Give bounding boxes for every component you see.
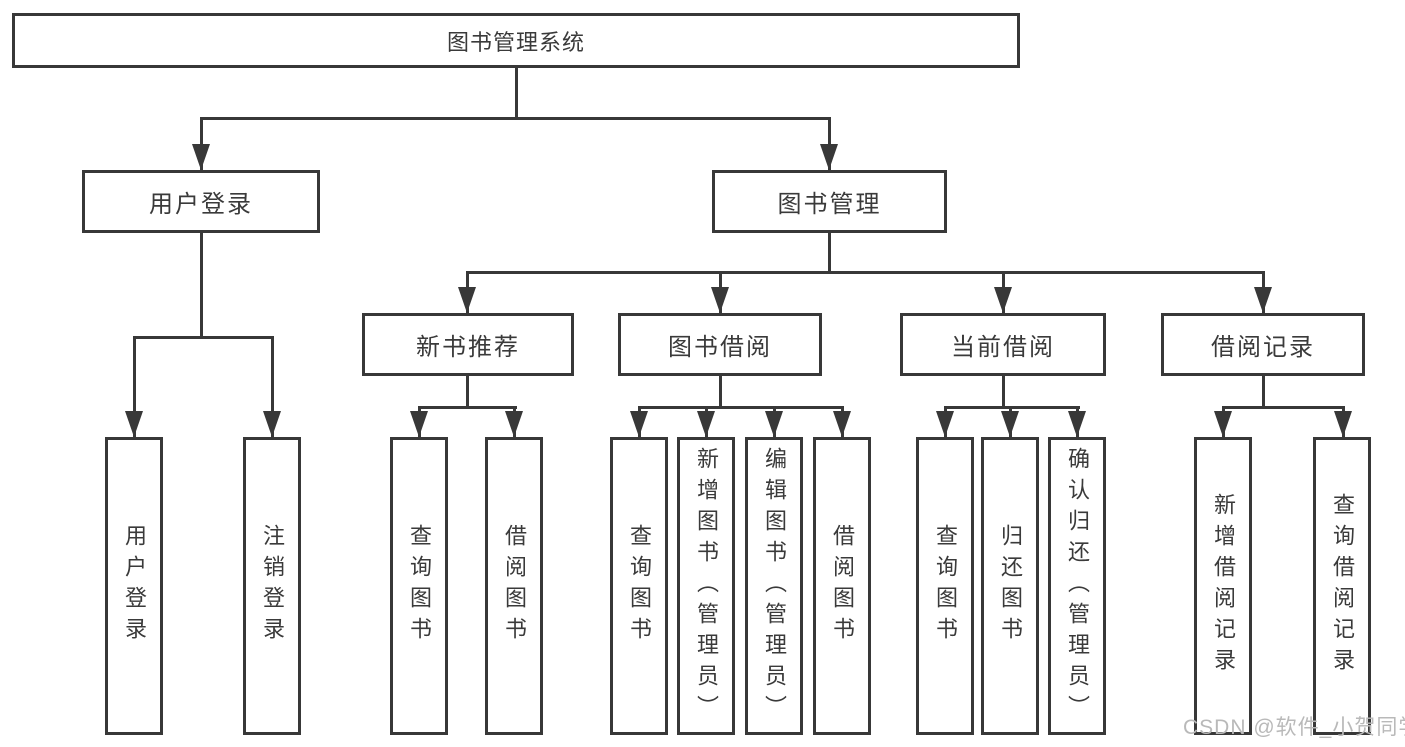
leaf-bb-edit-books-admin: 编辑图书（管理员）	[745, 437, 803, 735]
arrowhead-user-login	[192, 144, 210, 170]
leaf-br-add-record: 新增借阅记录	[1194, 437, 1252, 735]
arrowhead-nb-borrow	[505, 411, 523, 437]
leaf-nb-borrow-books: 借阅图书	[485, 437, 543, 735]
arrowhead-new-book	[458, 287, 476, 313]
arrowhead-cb-return	[1001, 411, 1019, 437]
connector-drop-leaf-user-login	[133, 336, 136, 437]
arrowhead-cb-confirm	[1068, 411, 1086, 437]
arrowhead-cb-search	[936, 411, 954, 437]
connector-drop-book-management	[828, 117, 831, 170]
connector-level2-rail	[200, 117, 831, 120]
connector-drop-leaf-logout	[271, 336, 274, 437]
leaf-cb-confirm-return-admin: 确认归还（管理员）	[1048, 437, 1106, 735]
connector-level3-rail	[466, 271, 1265, 274]
arrowhead-leaf-user-login	[125, 411, 143, 437]
connector-drop-user-login	[200, 117, 203, 170]
arrowhead-bb-edit	[765, 411, 783, 437]
node-book-management: 图书管理	[712, 170, 947, 233]
leaf-bb-search-books: 查询图书	[610, 437, 668, 735]
arrowhead-bb-borrow	[833, 411, 851, 437]
node-current-borrowing: 当前借阅	[900, 313, 1106, 376]
arrowhead-leaf-logout	[263, 411, 281, 437]
node-book-borrowing: 图书借阅	[618, 313, 822, 376]
node-library-system: 图书管理系统	[12, 13, 1020, 68]
arrowhead-current-borrowing	[994, 287, 1012, 313]
connector-current-borrowing-stub	[1002, 376, 1005, 408]
node-new-book-recommendation: 新书推荐	[362, 313, 574, 376]
connector-user-login-stub	[200, 233, 203, 337]
connector-borrowing-records-stub	[1262, 376, 1265, 408]
arrowhead-br-add	[1214, 411, 1232, 437]
leaf-br-search-record: 查询借阅记录	[1313, 437, 1371, 735]
node-borrowing-records: 借阅记录	[1161, 313, 1365, 376]
node-user-login: 用户登录	[82, 170, 320, 233]
connector-new-book-stub	[466, 376, 469, 408]
leaf-cb-return-books: 归还图书	[981, 437, 1039, 735]
arrowhead-bb-search	[630, 411, 648, 437]
csdn-watermark: CSDN @软件_小贺同学	[1183, 716, 1405, 739]
arrowhead-nb-search	[410, 411, 428, 437]
connector-user-login-rail	[133, 336, 274, 339]
arrowhead-book-borrowing	[711, 287, 729, 313]
leaf-logout: 注销登录	[243, 437, 301, 735]
leaf-bb-borrow-books: 借阅图书	[813, 437, 871, 735]
arrowhead-book-management	[820, 144, 838, 170]
arrowhead-bb-add	[697, 411, 715, 437]
connector-root-stub	[515, 68, 518, 118]
leaf-bb-add-books-admin: 新增图书（管理员）	[677, 437, 735, 735]
connector-book-borrowing-stub	[719, 376, 722, 408]
connector-new-book-rail	[418, 406, 517, 409]
leaf-user-login: 用户登录	[105, 437, 163, 735]
arrowhead-br-search	[1334, 411, 1352, 437]
leaf-cb-search-books: 查询图书	[916, 437, 974, 735]
connector-book-borrowing-rail	[638, 406, 844, 409]
connector-book-management-stub	[828, 233, 831, 273]
connector-borrowing-records-rail	[1222, 406, 1345, 409]
arrowhead-borrowing-records	[1254, 287, 1272, 313]
connector-current-borrowing-rail	[944, 406, 1080, 409]
leaf-nb-search-books: 查询图书	[390, 437, 448, 735]
